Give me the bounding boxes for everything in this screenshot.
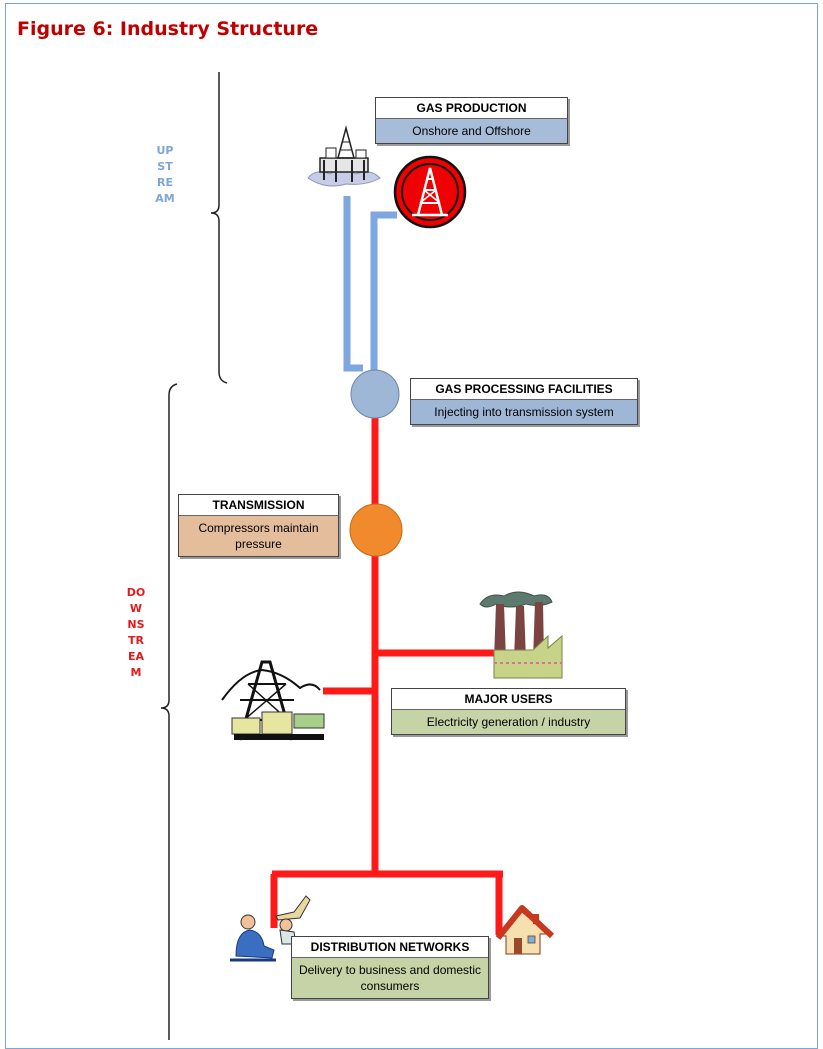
factory-icon [479, 591, 563, 679]
distribution-box: DISTRIBUTION NETWORKS Delivery to busine… [291, 936, 489, 1000]
power-pylon-icon [221, 660, 325, 741]
downstream-brace [160, 383, 178, 1040]
transmission-body: Compressors maintain pressure [179, 516, 338, 557]
figure-title: Figure 6: Industry Structure [17, 18, 319, 40]
major-users-title: MAJOR USERS [392, 689, 625, 710]
gas-processing-body: Injecting into transmission system [411, 400, 637, 425]
gas-processing-box: GAS PROCESSING FACILITIES Injecting into… [410, 378, 638, 426]
gas-production-box: GAS PRODUCTION Onshore and Offshore [375, 97, 568, 145]
upstream-brace [210, 72, 228, 384]
onshore-rig-icon [393, 155, 467, 229]
transmission-title: TRANSMISSION [179, 495, 338, 516]
upstream-pipe-onshore [370, 211, 397, 372]
gas-production-body: Onshore and Offshore [376, 119, 567, 144]
downstream-label: DOWNSTREAM [126, 586, 146, 679]
downstream-pipes [270, 418, 503, 935]
compressor-node [349, 503, 403, 557]
processing-node [350, 369, 400, 419]
major-users-body: Electricity generation / industry [392, 710, 625, 735]
offshore-rig-icon [307, 125, 381, 187]
upstream-label: UPSTREAM [155, 144, 175, 205]
house-icon [495, 905, 555, 955]
gas-production-title: GAS PRODUCTION [376, 98, 567, 119]
transmission-box: TRANSMISSION Compressors maintain pressu… [178, 494, 339, 558]
major-users-box: MAJOR USERS Electricity generation / ind… [391, 688, 626, 736]
upstream-pipe-offshore [343, 196, 363, 372]
gas-processing-title: GAS PROCESSING FACILITIES [411, 379, 637, 400]
distribution-title: DISTRIBUTION NETWORKS [292, 937, 488, 958]
distribution-body: Delivery to business and domestic consum… [292, 958, 488, 999]
